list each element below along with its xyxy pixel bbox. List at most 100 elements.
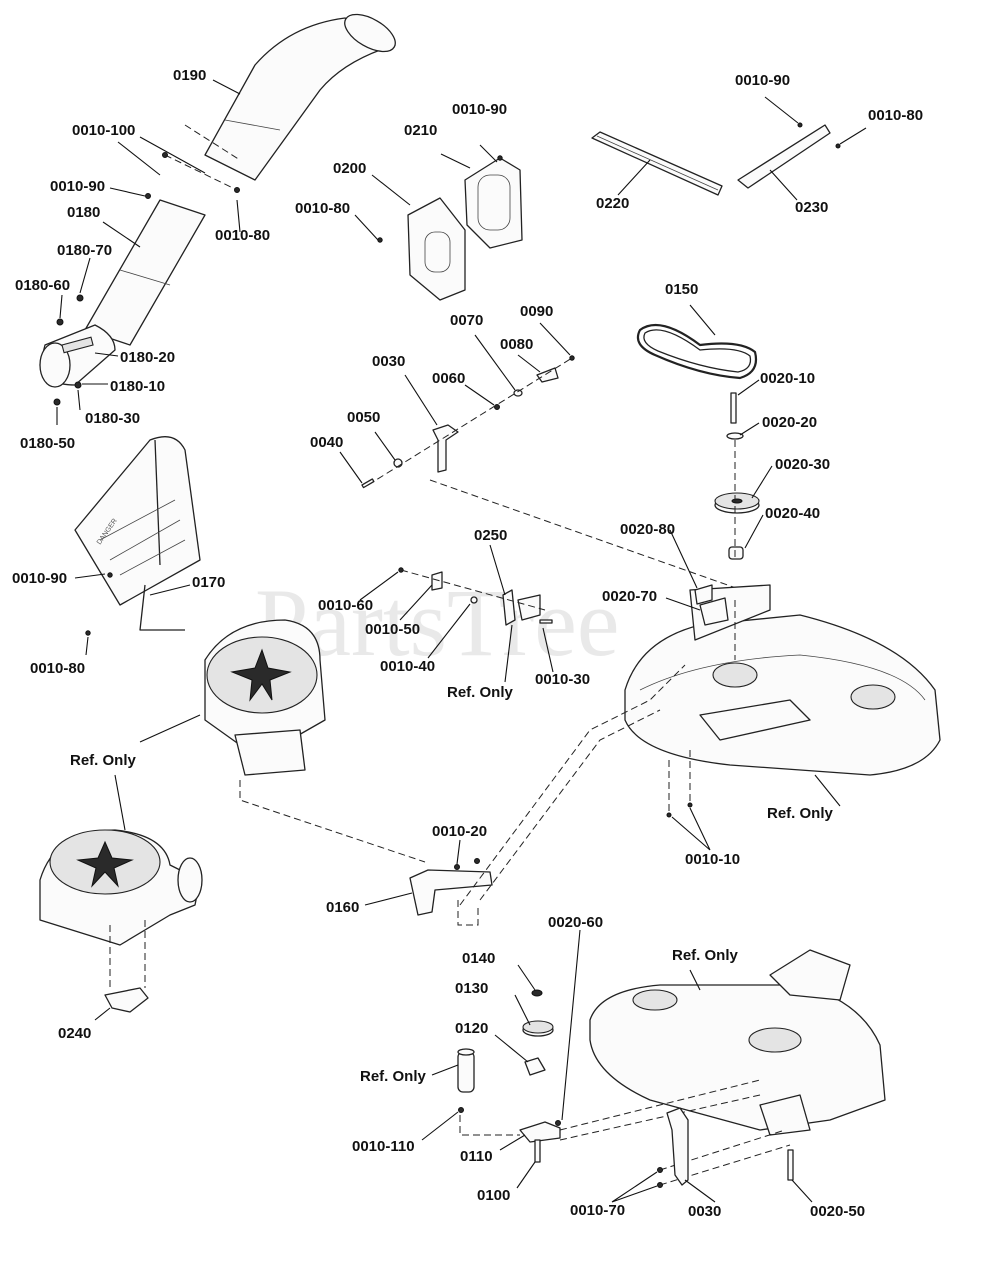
callout-0010-110: 0010-110 (352, 1138, 415, 1155)
bracket-0020-80[interactable] (694, 584, 713, 605)
nut-0010-70-a[interactable] (657, 1167, 663, 1173)
callout-0020-80: 0020-80 (620, 521, 675, 538)
spacer-0070[interactable] (513, 389, 523, 397)
callout-0050: 0050 (347, 409, 380, 426)
belt-0150[interactable] (636, 323, 758, 380)
callout-0030: 0030 (372, 353, 405, 370)
bolt-0020-50[interactable] (787, 1149, 794, 1181)
nut-0020-60[interactable] (555, 1120, 561, 1126)
deflector-0170[interactable] (74, 436, 201, 631)
callout-0130: 0130 (455, 980, 488, 997)
callout-0010-80: 0010-80 (215, 227, 270, 244)
nut-0010-20-b[interactable] (474, 858, 480, 864)
bracket-0120[interactable] (524, 1057, 546, 1076)
bolt-0020-10[interactable] (730, 392, 737, 424)
bolt-0010-10-a[interactable] (666, 812, 672, 818)
callout-0040: 0040 (310, 434, 343, 451)
washer-0010-90-a[interactable] (145, 193, 151, 199)
callout-0010-10: 0010-10 (685, 851, 740, 868)
bracket-0030-a[interactable] (432, 424, 459, 473)
nut-0180-50[interactable] (53, 398, 61, 406)
callout-ref-only: Ref. Only (70, 752, 137, 769)
bolt-0040[interactable] (361, 478, 375, 489)
callout-0010-80: 0010-80 (30, 660, 85, 677)
callout-0230: 0230 (795, 199, 828, 216)
nut-0090[interactable] (569, 355, 575, 361)
bearing-0020-40[interactable] (728, 546, 744, 560)
nut-0010-70-b[interactable] (657, 1182, 663, 1188)
nut-0010-80-c[interactable] (835, 143, 841, 149)
callout-0010-90: 0010-90 (50, 178, 105, 195)
callout-0180-60: 0180-60 (15, 277, 70, 294)
callout-0020-10: 0020-10 (760, 370, 815, 387)
callout-0180-50: 0180-50 (20, 435, 75, 452)
callout-0180-30: 0180-30 (85, 410, 140, 427)
callout-ref-only: Ref. Only (672, 947, 739, 964)
bolt-0010-90-c[interactable] (797, 122, 803, 128)
bracket-0160[interactable] (409, 869, 493, 916)
spacer-0010-50[interactable] (431, 571, 443, 591)
bolt-0010-110[interactable] (458, 1107, 464, 1113)
bolt-0180-30[interactable] (74, 381, 82, 389)
callout-0100: 0100 (477, 1187, 510, 1204)
callout-0010-90: 0010-90 (735, 72, 790, 89)
bolt-0100[interactable] (534, 1139, 541, 1163)
washer-0020-20[interactable] (726, 432, 744, 440)
callout-0150: 0150 (665, 281, 698, 298)
callout-0020-70: 0020-70 (602, 588, 657, 605)
callout-0020-30: 0020-30 (775, 456, 830, 473)
nut-0140[interactable] (531, 989, 543, 997)
callout-labels: 0190 0010-100 0010-90 0180 0010-80 0180-… (12, 67, 923, 1220)
nut-0010-20-a[interactable] (454, 864, 460, 870)
callout-0010-50: 0010-50 (365, 621, 420, 638)
washer-0010-40[interactable] (470, 596, 478, 604)
arm-0110[interactable] (519, 1121, 561, 1143)
latch-0240[interactable] (104, 987, 149, 1013)
clip-0080[interactable] (536, 367, 559, 383)
callout-0010-90: 0010-90 (12, 570, 67, 587)
mower-deck-upper (624, 584, 941, 776)
bolt-0010-30[interactable] (539, 619, 553, 624)
callout-0180-20: 0180-20 (120, 349, 175, 366)
blower-housing-lower (39, 829, 203, 946)
callout-0200: 0200 (333, 160, 366, 177)
bolt-0010-10-b[interactable] (687, 802, 693, 808)
plate-0200[interactable] (407, 197, 466, 301)
chute-end-0180-20[interactable] (39, 324, 116, 388)
bar-0220[interactable] (591, 131, 723, 196)
callout-0180: 0180 (67, 204, 100, 221)
chute-elbow-0190[interactable] (204, 7, 401, 181)
callout-0110: 0110 (460, 1148, 493, 1165)
callout-0190: 0190 (173, 67, 206, 84)
washer-0060[interactable] (494, 404, 500, 410)
plate-0210[interactable] (464, 157, 523, 249)
pulley-0130[interactable] (522, 1020, 554, 1037)
bracket-0250[interactable] (502, 589, 541, 626)
callout-0180-10: 0180-10 (110, 378, 165, 395)
callout-0010-100: 0010-100 (72, 122, 135, 139)
callout-0010-60: 0010-60 (318, 597, 373, 614)
pulley-0020-30[interactable] (714, 492, 760, 514)
nut-0180-70[interactable] (76, 294, 84, 302)
callout-0030: 0030 (688, 1203, 721, 1220)
chute-tube-0180[interactable] (84, 199, 206, 346)
nut-0180-60[interactable] (56, 318, 64, 326)
bolt-0010-90-d[interactable] (107, 572, 113, 578)
screw-0010-80-b[interactable] (377, 237, 383, 243)
nut-0010-80-d[interactable] (85, 630, 91, 636)
callout-0010-40: 0010-40 (380, 658, 435, 675)
nut-0010-90-b[interactable] (497, 155, 503, 161)
callout-ref-only: Ref. Only (767, 805, 834, 822)
bracket-0030-b[interactable] (666, 1107, 689, 1186)
callout-0210: 0210 (404, 122, 437, 139)
callout-0020-60: 0020-60 (548, 914, 603, 931)
callout-ref-only: Ref. Only (360, 1068, 427, 1085)
bracket-0020-70[interactable] (699, 597, 729, 626)
callout-0010-70: 0010-70 (570, 1202, 625, 1219)
callout-0250: 0250 (474, 527, 507, 544)
callout-0020-40: 0020-40 (765, 505, 820, 522)
callout-0090: 0090 (520, 303, 553, 320)
plate-0230[interactable] (737, 124, 831, 189)
blower-housing-upper (204, 619, 326, 776)
